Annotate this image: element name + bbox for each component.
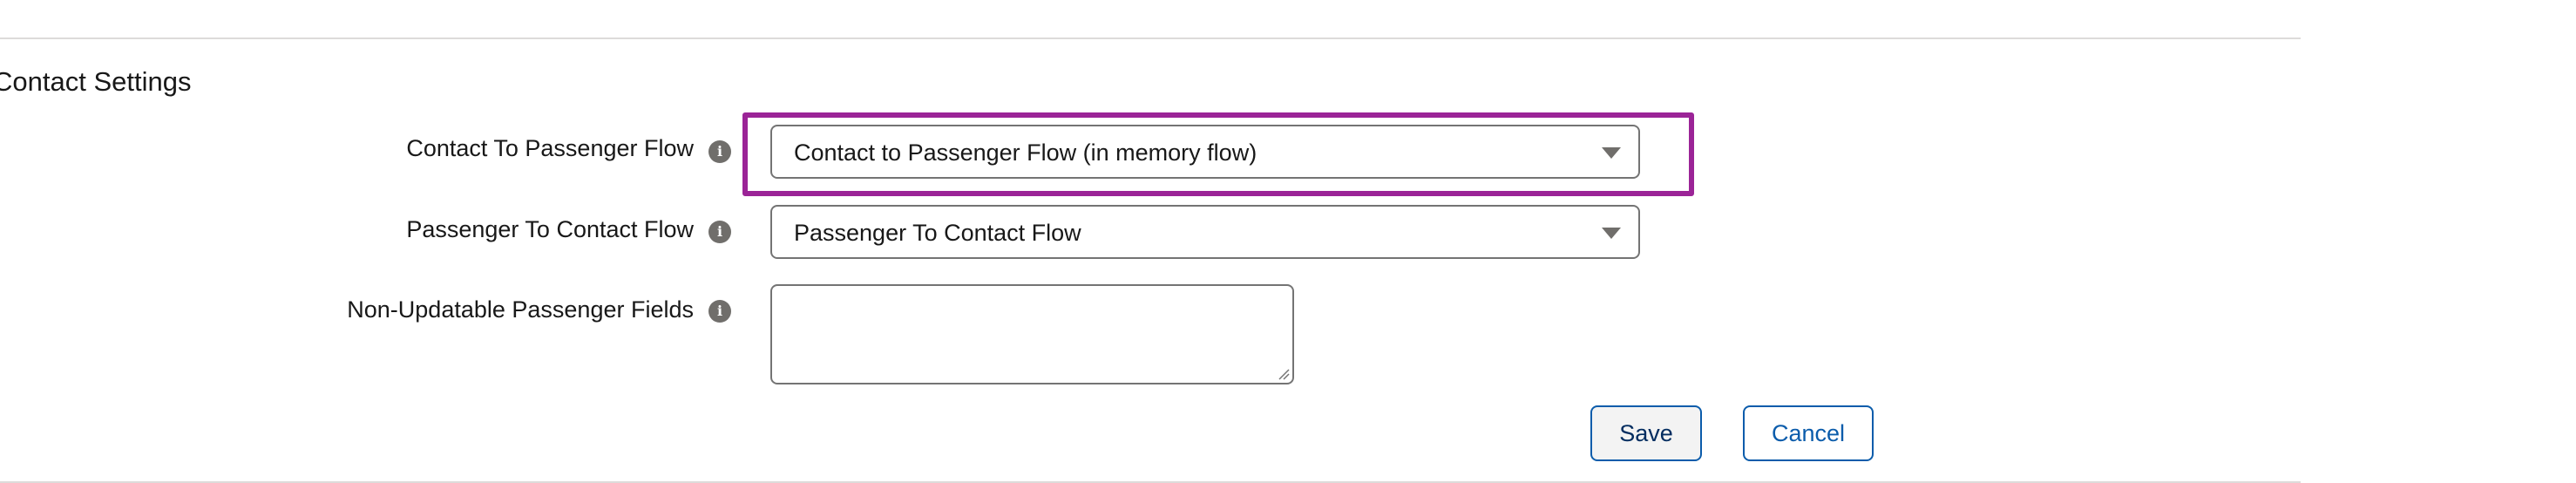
chevron-down-icon [1602,228,1621,239]
bottom-divider [0,481,2301,483]
non-updatable-passenger-fields-textarea[interactable] [770,284,1294,384]
non-updatable-passenger-fields-label: Non-Updatable Passenger Fields [347,296,694,323]
info-icon[interactable]: i [708,221,731,243]
contact-to-passenger-flow-value: Contact to Passenger Flow (in memory flo… [794,139,1257,166]
contact-to-passenger-flow-select[interactable]: Contact to Passenger Flow (in memory flo… [770,125,1640,179]
top-divider [0,37,2301,39]
cancel-button[interactable]: Cancel [1743,405,1874,461]
save-button[interactable]: Save [1590,405,1702,461]
contact-to-passenger-flow-label: Contact To Passenger Flow [406,135,694,161]
passenger-to-contact-flow-select[interactable]: Passenger To Contact Flow [770,205,1640,259]
info-icon[interactable]: i [708,300,731,323]
resize-handle-icon[interactable] [1278,368,1290,380]
chevron-down-icon [1602,147,1621,159]
passenger-to-contact-flow-label: Passenger To Contact Flow [406,216,694,242]
info-icon[interactable]: i [708,140,731,163]
passenger-to-contact-flow-value: Passenger To Contact Flow [794,220,1081,246]
section-title: Contact Settings [0,66,192,97]
